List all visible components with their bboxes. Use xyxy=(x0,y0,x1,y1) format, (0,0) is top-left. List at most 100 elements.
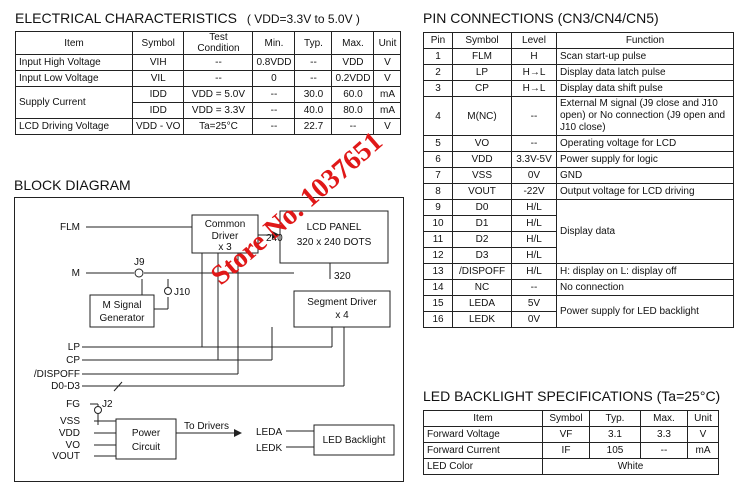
cell: -- xyxy=(511,279,557,296)
cell: H/L xyxy=(511,199,557,216)
cell: VDD xyxy=(331,54,375,71)
cell: 9 xyxy=(423,199,453,216)
leda-label: LEDA xyxy=(256,427,282,438)
cell: -- xyxy=(511,96,557,136)
header-cell: Typ. xyxy=(589,410,641,427)
block-title: BLOCK DIAGRAM xyxy=(14,177,131,193)
cell: H/L xyxy=(511,231,557,248)
cell: LEDK xyxy=(452,311,512,328)
cell: -- xyxy=(511,135,557,152)
cell: VDD - VO xyxy=(131,118,185,135)
header-cell: Min. xyxy=(252,31,296,55)
table-header-row: Pin Symbol Level Function xyxy=(423,32,734,49)
cell: Input Low Voltage xyxy=(15,70,133,87)
led-table: Item Symbol Typ. Max. Unit Forward Volta… xyxy=(423,410,719,475)
cell: 6 xyxy=(423,151,453,168)
cell: Scan start-up pulse xyxy=(556,48,734,65)
cell: Display data shift pulse xyxy=(556,80,734,97)
electrical-table: Item Symbol Test Condition Min. Typ. Max… xyxy=(15,31,402,135)
cell: 7 xyxy=(423,167,453,184)
cell: 10 xyxy=(423,215,453,232)
table-header-row: Item Symbol Typ. Max. Unit xyxy=(423,410,719,427)
cell: H→L xyxy=(511,80,557,97)
cell: NC xyxy=(452,279,512,296)
signal-m: M xyxy=(72,268,80,279)
j2-jumper xyxy=(94,406,102,414)
cell: 5V xyxy=(511,295,557,312)
cell: M(NC) xyxy=(452,96,512,136)
cell: 1 xyxy=(423,48,453,65)
cell: FLM xyxy=(452,48,512,65)
cell: VO xyxy=(452,135,512,152)
m-signal-block xyxy=(89,294,155,328)
signal-vdd: VDD xyxy=(59,428,80,439)
header-cell: Typ. xyxy=(294,31,333,55)
led-backlight-block xyxy=(313,424,395,456)
cell: -- xyxy=(331,118,375,135)
cell: D2 xyxy=(452,231,512,248)
cell: VDD = 5.0V xyxy=(183,86,254,103)
cell: LP xyxy=(452,64,512,81)
cell: Power supply for LED backlight xyxy=(556,295,734,328)
signal-cp: CP xyxy=(66,355,80,366)
cell: IF xyxy=(542,442,590,459)
cell: V xyxy=(373,118,402,135)
cell: V xyxy=(373,54,402,71)
header-cell: Unit xyxy=(373,31,402,55)
cell: 5 xyxy=(423,135,453,152)
cell: 8 xyxy=(423,183,453,200)
cell: 14 xyxy=(423,279,453,296)
cell: 2 xyxy=(423,64,453,81)
power-circuit-block xyxy=(115,418,177,460)
j10-label: J10 xyxy=(174,287,191,298)
common-driver-label: Driver xyxy=(212,231,239,242)
cell: mA xyxy=(373,86,402,103)
cell: -- xyxy=(294,54,333,71)
signal-vout: VOUT xyxy=(52,451,80,462)
elec-title-text: ELECTRICAL CHARACTERISTICS xyxy=(15,10,237,26)
table-row: Input Low Voltage VIL -- 0 -- 0.2VDD V xyxy=(15,70,402,87)
signal-vo: VO xyxy=(66,440,81,451)
signal-flm: FLM xyxy=(60,222,80,233)
j2-label: J2 xyxy=(102,399,113,410)
header-cell: Item xyxy=(423,410,543,427)
cell: mA xyxy=(687,442,719,459)
cell: VOUT xyxy=(452,183,512,200)
segment-driver-label: x 4 xyxy=(335,310,349,321)
cell: IDD xyxy=(131,102,185,119)
cell: -- xyxy=(183,70,254,87)
cell: H→L xyxy=(511,64,557,81)
m-signal-label: Generator xyxy=(99,313,145,324)
cell: -- xyxy=(252,102,296,119)
block-diagram: Common Driver x 3 LCD PANEL 320 x 240 DO… xyxy=(14,197,404,482)
to-drivers-label: To Drivers xyxy=(184,421,229,432)
table-row: LCD Driving Voltage VDD - VO Ta=25°C -- … xyxy=(15,118,402,135)
cell: VDD xyxy=(452,151,512,168)
cell: H/L xyxy=(511,215,557,232)
cell: GND xyxy=(556,167,734,184)
table-row: Input High Voltage VIH -- 0.8VDD -- VDD … xyxy=(15,54,402,71)
cell: Display data latch pulse xyxy=(556,64,734,81)
signal-lp: LP xyxy=(68,342,81,353)
header-cell: Symbol xyxy=(542,410,590,427)
led-title: LED BACKLIGHT SPECIFICATIONS (Ta=25°C) xyxy=(423,388,721,404)
table-header-row: Item Symbol Test Condition Min. Typ. Max… xyxy=(15,31,402,55)
cell: Forward Current xyxy=(423,442,543,459)
cell: Operating voltage for LCD xyxy=(556,135,734,152)
table-row: Supply Current IDD VDD = 5.0V -- 30.0 60… xyxy=(15,86,402,119)
cell: Power supply for logic xyxy=(556,151,734,168)
cell: -- xyxy=(183,54,254,71)
lcd-panel-label: LCD PANEL xyxy=(307,222,362,233)
cell: -- xyxy=(252,86,296,103)
header-cell: Function xyxy=(556,32,734,49)
cell: -22V xyxy=(511,183,557,200)
